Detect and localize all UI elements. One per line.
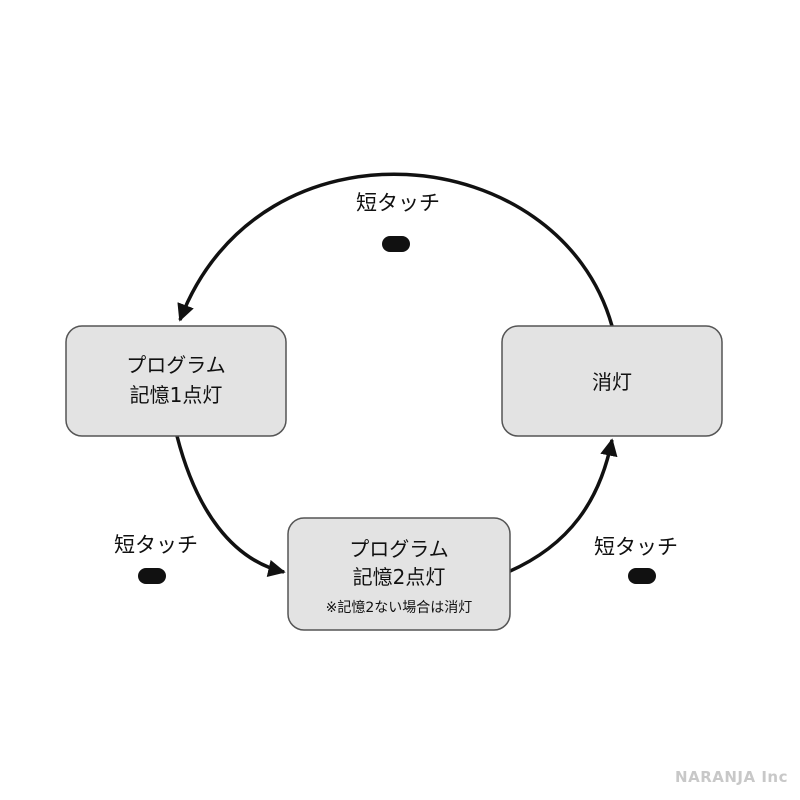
short-press-dot-icon	[628, 568, 656, 584]
short-touch-label-right: 短タッチ	[594, 535, 678, 559]
state-program-memory-2-line1: プログラム	[349, 537, 448, 561]
arrow-program1-to-program2	[175, 435, 286, 577]
arrow-program2-to-off	[507, 438, 618, 574]
state-program-memory-2-note: ※記憶2ない場合は消灯	[326, 599, 473, 616]
short-touch-label-left: 短タッチ	[114, 533, 198, 557]
state-program-memory-2-line2: 記憶2点灯	[353, 565, 446, 589]
state-program-memory-1-line1: プログラム	[126, 353, 225, 377]
brand-watermark: NARANJA Inc	[675, 768, 788, 786]
short-press-dot-icon	[138, 568, 166, 584]
state-program-memory-2: プログラム 記憶2点灯 ※記憶2ない場合は消灯	[287, 517, 511, 631]
state-off: 消灯	[501, 325, 723, 437]
short-touch-label-top: 短タッチ	[356, 191, 440, 215]
state-program-memory-1: プログラム 記憶1点灯	[65, 325, 287, 437]
state-off-label: 消灯	[592, 370, 632, 394]
state-program-memory-1-line2: 記憶1点灯	[130, 383, 223, 407]
short-press-dot-icon	[382, 236, 410, 252]
arrow-off-to-program1	[177, 172, 614, 327]
